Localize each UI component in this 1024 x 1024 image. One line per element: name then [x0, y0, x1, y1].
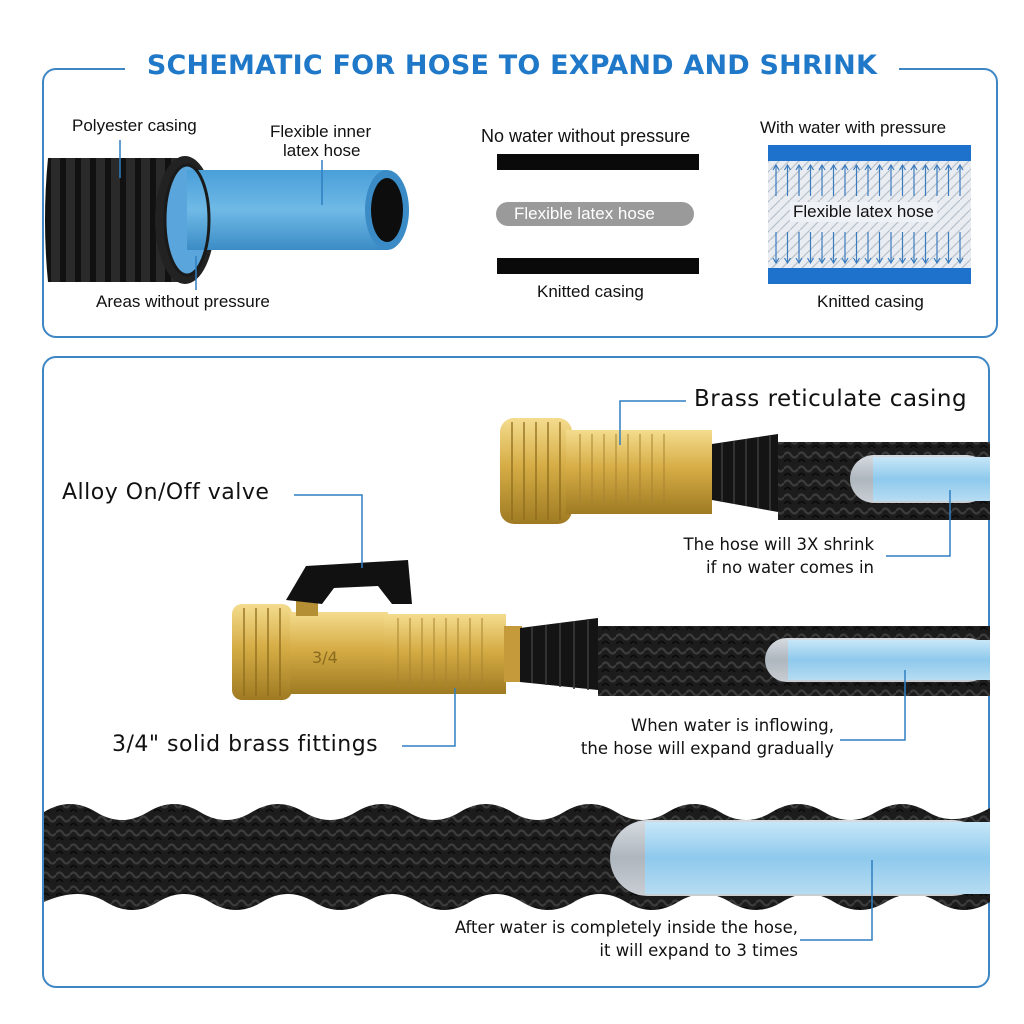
pressure-arrow-head	[910, 257, 918, 265]
pressure-arrow-head	[772, 163, 780, 171]
expand-text: After water is completely inside the hos…	[400, 916, 798, 962]
no-pressure-diagram	[496, 154, 699, 274]
expand-line1: After water is completely inside the hos…	[454, 918, 798, 937]
pressure-arrow-head	[898, 163, 907, 171]
no-pressure-latex-label: Flexible latex hose	[514, 204, 655, 223]
polyester-casing-label: Polyester casing	[72, 116, 197, 135]
with-pressure-latex-label: Flexible latex hose	[790, 202, 937, 222]
pressure-arrow-head	[887, 257, 895, 265]
pressure-arrow-head	[910, 163, 918, 171]
pressure-arrow-head	[887, 163, 895, 171]
with-pressure-heading: With water with pressure	[760, 118, 947, 137]
pressure-arrow-head	[898, 257, 907, 265]
inner-hose-label-line2: latex hose	[283, 141, 361, 160]
pressure-arrow-head	[783, 163, 792, 171]
pressure-arrow-head	[841, 163, 849, 171]
shrink-line2: if no water comes in	[706, 558, 874, 577]
valve-fitting	[232, 560, 990, 700]
no-pressure-casing-label: Knitted casing	[537, 282, 644, 301]
shrink-line1: The hose will 3X shrink	[683, 535, 874, 554]
brass-casing-fitting	[500, 418, 990, 524]
expanded-hose	[44, 804, 990, 910]
pressure-arrow-head	[933, 257, 941, 265]
pressure-arrow-head	[783, 257, 792, 265]
inner-hose-label-line1: Flexible inner	[270, 122, 372, 141]
cross-section-leaders	[119, 140, 323, 290]
fittings-label: 3/4" solid brass fittings	[112, 732, 379, 757]
with-pressure-casing-label: Knitted casing	[817, 292, 924, 311]
pressure-arrow-head	[795, 163, 803, 171]
pressure-arrow-head	[818, 257, 826, 265]
pressure-arrow-head	[806, 163, 815, 171]
expand-line2: it will expand to 3 times	[599, 941, 798, 960]
pressure-arrow-head	[956, 257, 964, 265]
pressure-arrow-head	[944, 257, 953, 265]
pressure-arrow-head	[852, 163, 861, 171]
shrink-text: The hose will 3X shrink if no water come…	[640, 533, 874, 579]
pressure-arrow-head	[829, 257, 838, 265]
pressure-arrow-head	[875, 257, 884, 265]
pressure-arrow-head	[956, 163, 964, 171]
hose-cross-section	[45, 156, 409, 284]
bottom-leaders	[294, 400, 951, 941]
areas-without-pressure-label: Areas without pressure	[96, 292, 270, 311]
pressure-arrow-head	[795, 257, 803, 265]
pressure-arrow-head	[875, 163, 884, 171]
pressure-arrow-head	[933, 163, 941, 171]
valve-label: Alloy On/Off valve	[62, 480, 270, 505]
inflow-text: When water is inflowing, the hose will e…	[540, 714, 834, 760]
pressure-arrow-head	[864, 163, 872, 171]
pressure-arrow-head	[944, 163, 953, 171]
inflow-line2: the hose will expand gradually	[580, 739, 834, 758]
pressure-arrow-head	[772, 257, 780, 265]
pressure-arrow-head	[841, 257, 849, 265]
page-title: SCHEMATIC FOR HOSE TO EXPAND AND SHRINK	[0, 50, 1024, 81]
brass-casing-label: Brass reticulate casing	[694, 386, 968, 412]
pressure-arrow-head	[864, 257, 872, 265]
fitting-mark: 3/4	[312, 648, 338, 667]
pressure-arrow-head	[921, 163, 930, 171]
inflow-line1: When water is inflowing,	[630, 716, 834, 735]
pressure-arrow-head	[921, 257, 930, 265]
no-pressure-heading: No water without pressure	[481, 126, 691, 146]
pressure-arrow-head	[806, 257, 815, 265]
pressure-arrow-head	[852, 257, 861, 265]
pressure-arrow-head	[829, 163, 838, 171]
pressure-arrow-head	[818, 163, 826, 171]
